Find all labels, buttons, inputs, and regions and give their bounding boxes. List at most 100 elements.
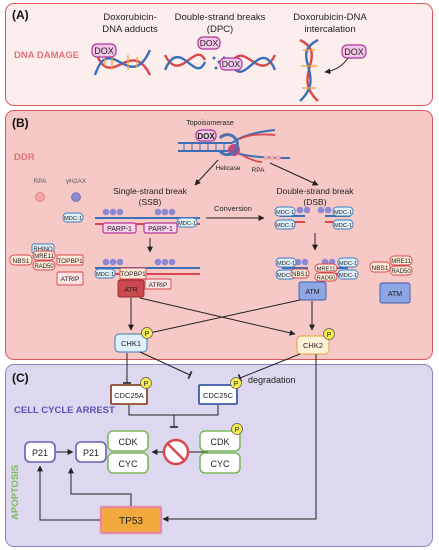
mre11-label-left: MRE11 xyxy=(34,254,54,260)
parp1-box-right xyxy=(143,222,178,234)
arrow-fork-to-ssb xyxy=(194,159,219,186)
cdc25c-label: CDC25C xyxy=(203,391,234,400)
cyc-label-bound: CYC xyxy=(118,459,138,469)
mre11-box-dsb xyxy=(314,263,338,273)
inhibit-chk2-cdc25c xyxy=(237,353,301,383)
legend-h2ax-icon xyxy=(71,192,81,202)
ssb-label-line1: Single-strand break xyxy=(113,186,187,196)
panel-c-letter: (C) xyxy=(12,371,29,385)
rpa-fork-label: RPA xyxy=(252,167,266,174)
mdc1-box-dsb-7 xyxy=(337,257,359,268)
dox-badge-dsb-1 xyxy=(197,36,221,50)
cdk-label-active: CDK xyxy=(210,437,229,447)
nbs1-label-left: NBS1 xyxy=(13,258,30,265)
cdc25a-label: CDC25A xyxy=(114,391,144,400)
dsb-label-line1: Double-strand break xyxy=(276,186,354,196)
topbp1-label-ssb: TOPBP1 xyxy=(120,271,146,278)
mre11-label-right: MRE11 xyxy=(391,259,411,265)
parp1-box-left xyxy=(102,222,137,234)
mdc1-label-dsb-6: MDC-1 xyxy=(277,273,295,279)
cdk-box-active xyxy=(199,430,241,452)
panel-a-letter: (A) xyxy=(12,8,29,22)
atrip-label-ssb: ATRIP xyxy=(149,282,168,289)
rhino-label: RHINO xyxy=(33,247,53,253)
mdc1-box-dsb-2 xyxy=(274,219,296,230)
atm-box-dsb xyxy=(298,281,327,301)
cdk-box-bound xyxy=(107,430,149,452)
p21-label-complex: P21 xyxy=(83,448,99,458)
topoisomerase-label: Topoisomerase xyxy=(186,120,234,127)
mdc1-label-dsb-7: MDC-1 xyxy=(339,261,357,267)
replication-fork xyxy=(178,129,291,163)
intercalation-arrow xyxy=(324,57,349,75)
dsb-dpc-label-line2: (DPC) xyxy=(207,24,233,35)
mdc1-label-dsb-8: MDC-1 xyxy=(339,273,357,279)
arrow-tp53-to-p21-left xyxy=(37,465,100,521)
mdc1-label-dsb-2: MDC-1 xyxy=(276,223,294,229)
cdc25-join-bracket xyxy=(128,405,219,416)
mdc1-box-dsb-5 xyxy=(275,257,297,268)
nbs1-box-right xyxy=(369,261,391,273)
mdc1-label-ssb-lower: MDC-1 xyxy=(96,272,114,278)
cyc-box-active xyxy=(199,452,241,474)
chk1-box xyxy=(114,333,148,353)
mdc1-box-dsb-8 xyxy=(337,269,359,280)
mdc1-label-dsb-3: MDC-1 xyxy=(334,210,352,216)
dox-label-adducts: DOX xyxy=(94,46,114,56)
arrow-fork-to-dsb xyxy=(269,162,319,186)
rad50-label-dsb: RAD50 xyxy=(317,276,336,282)
dox-label-fork: DOX xyxy=(197,132,215,141)
mdc1-box-dsb-4 xyxy=(332,219,354,230)
nbs1-box-left xyxy=(9,254,33,266)
atr-label: ATR xyxy=(124,287,137,294)
inhibit-chk1-cdc25c xyxy=(139,351,193,379)
degradation-label: degradation xyxy=(248,375,296,385)
mre11-box-right xyxy=(389,255,413,266)
tp53-label: TP53 xyxy=(119,516,143,527)
legend-h2ax-label: γH2AX xyxy=(66,178,87,185)
nbs1-label-dsb: NBS1 xyxy=(292,272,308,278)
dox-label-dsb-2: DOX xyxy=(222,59,241,69)
dox-badge-fork xyxy=(195,129,217,142)
rad50-box-right xyxy=(389,265,413,276)
intercalation-label-line2: intercalation xyxy=(304,24,355,35)
dsb-dpc-label-line1: Double-strand breaks xyxy=(175,12,266,23)
atrip-box-ssb xyxy=(144,278,172,290)
mre11-label-dsb: MRE11 xyxy=(317,267,336,273)
intercalation-label-line1: Doxorubicin-DNA xyxy=(293,12,367,23)
dox-label-dsb-1: DOX xyxy=(200,38,219,48)
cyc-box-bound xyxy=(107,452,149,474)
mdc1-box-ssb-right xyxy=(176,217,198,228)
chk1-phospho-label: P xyxy=(145,331,150,338)
parp1-label-left: PARP-1 xyxy=(107,226,132,233)
dox-label-intercalation: DOX xyxy=(344,47,364,57)
cdk-label-bound: CDK xyxy=(118,437,137,447)
dna-helix-adducts xyxy=(93,49,152,76)
rad50-label-right: RAD50 xyxy=(391,269,411,275)
dox-badge-dsb-2 xyxy=(219,57,243,71)
mdc1-box-ssb-lower xyxy=(94,268,116,279)
mdc1-label-ssb-left: MDC-1 xyxy=(64,216,82,222)
panel-a-title: DNA DAMAGE xyxy=(14,50,79,61)
dsb-label-line2: (DSB) xyxy=(303,197,326,207)
arrow-atr-to-chk2 xyxy=(139,297,296,336)
cdc25c-phospho-icon xyxy=(230,377,242,389)
rad50-box-dsb xyxy=(314,272,338,282)
cdc25c-phospho-label: P xyxy=(234,381,239,388)
atr-box xyxy=(117,279,145,298)
adducts-label-line2: DNA adducts xyxy=(102,24,158,35)
arrow-chk2-to-tp53 xyxy=(162,354,317,522)
dna-helix-intercalation xyxy=(299,38,319,102)
topbp1-label-left: TOPBP1 xyxy=(57,258,83,265)
rad50-box-left xyxy=(32,260,56,271)
conversion-label: Conversion xyxy=(214,204,252,213)
cdc25c-box xyxy=(198,384,238,405)
atm-label-dsb: ATM xyxy=(305,289,319,296)
topbp1-box-ssb xyxy=(119,267,147,280)
p21-box-complex xyxy=(75,441,107,463)
chk2-box xyxy=(296,335,330,355)
p21-box-left xyxy=(24,441,56,463)
chk2-phospho-label: P xyxy=(327,332,332,339)
arrow-atm-to-chk1 xyxy=(144,299,301,336)
